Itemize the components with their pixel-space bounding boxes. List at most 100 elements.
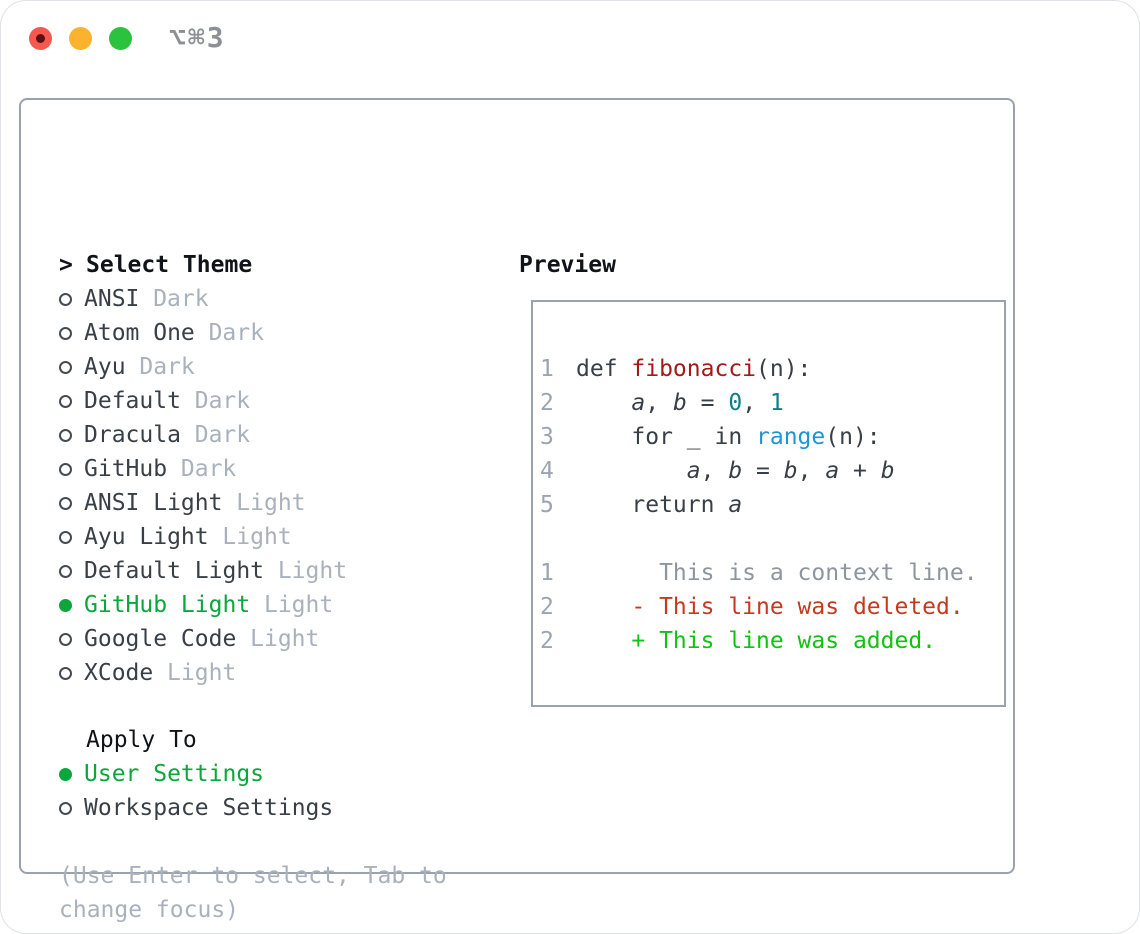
theme-list-item[interactable]: GitHub Dark (59, 452, 347, 486)
theme-name: XCode (84, 660, 154, 686)
theme-list-item[interactable]: GitHub Light Light (59, 588, 347, 622)
code-token: This is a context line. (576, 560, 978, 586)
theme-variant-label: Dark (180, 456, 237, 482)
theme-list-item[interactable]: ANSI Light Light (59, 486, 347, 520)
keyboard-hint: (Use Enter to select, Tab to change focu… (59, 863, 447, 923)
line-number: 3 (540, 424, 554, 450)
apply-to-label: User Settings (84, 761, 265, 787)
radio-icon (59, 394, 72, 408)
theme-name: GitHub Light (84, 592, 251, 618)
apply-to-option[interactable]: User Settings (59, 757, 333, 791)
window-title: ⌥⌘3 (169, 21, 226, 54)
theme-name: ANSI Light (84, 490, 223, 516)
theme-list-item[interactable]: XCode Light (59, 656, 347, 690)
theme-variant-label: Dark (208, 320, 264, 346)
theme-name: ANSI (84, 286, 140, 312)
apply-to-title: Apply To (86, 727, 197, 753)
code-token: + This line was added. (576, 628, 937, 654)
line-number: 2 (540, 390, 554, 416)
preview-code-line: 1 def fibonacci(n): (540, 352, 1004, 386)
theme-name: Google Code (84, 626, 237, 652)
code-token: a (728, 492, 743, 518)
code-token: fibonacci (631, 356, 757, 382)
preview-code-line: 4 a, b = b, a + b (540, 454, 1004, 488)
radio-icon (59, 632, 72, 646)
code-token: b (672, 390, 687, 416)
radio-icon (59, 292, 72, 306)
line-number: 5 (540, 492, 554, 518)
code-token: b (880, 458, 895, 484)
theme-name: Ayu (84, 354, 126, 380)
minimize-button[interactable] (69, 27, 92, 50)
code-token: 1 (769, 390, 784, 416)
theme-variant-label: Light (222, 524, 292, 550)
apply-to-option[interactable]: Workspace Settings (59, 791, 333, 825)
apply-to-label: Workspace Settings (84, 795, 334, 821)
line-number: 2 (540, 594, 554, 620)
theme-name: Dracula (84, 422, 181, 448)
preview-code-line: 3 for _ in range(n): (540, 420, 1004, 454)
code-token: + (839, 458, 881, 484)
theme-variant-label: Dark (194, 422, 251, 448)
theme-variant-label: Light (277, 558, 348, 584)
line-content: a, b = b, a + b (576, 458, 895, 484)
prompt-icon: > (59, 252, 73, 278)
theme-list-item[interactable]: Ayu Light Light (59, 520, 347, 554)
theme-name: GitHub (84, 456, 168, 482)
code-token: = (742, 458, 784, 484)
radio-icon (59, 598, 72, 612)
apply-to-section: Apply To User Settings Workspace Setting… (59, 723, 333, 825)
code-token: b (728, 458, 743, 484)
code-token: , (700, 458, 729, 484)
code-token: a (631, 390, 646, 416)
radio-icon (59, 666, 72, 680)
theme-variant-label: Light (236, 490, 306, 516)
theme-list-item[interactable]: Ayu Dark (59, 350, 347, 384)
preview-code-line: 1 This is a context line. (540, 556, 1004, 590)
theme-variant-label: Light (167, 660, 237, 686)
code-token: return (576, 492, 729, 518)
code-token: , (742, 390, 770, 416)
theme-list-item[interactable]: Dracula Dark (59, 418, 347, 452)
code-token: (n): (756, 356, 812, 382)
line-number: 1 (540, 356, 554, 382)
theme-variant-label: Light (263, 592, 334, 618)
zoom-button[interactable] (109, 27, 132, 50)
radio-icon (59, 326, 72, 340)
window-controls (29, 27, 132, 50)
preview-title: Preview (519, 252, 616, 278)
code-token: def (576, 356, 632, 382)
close-button[interactable] (29, 27, 52, 50)
code-token: a (686, 458, 701, 484)
radio-icon (59, 428, 72, 442)
code-token: for _ in (576, 424, 757, 450)
code-token: - This line was deleted. (576, 594, 964, 620)
theme-name: Atom One (84, 320, 195, 346)
line-content: + This line was added. (576, 628, 936, 654)
theme-list-item[interactable]: Google Code Light (59, 622, 347, 656)
line-number: 4 (540, 458, 554, 484)
line-content: def fibonacci(n): (576, 356, 811, 382)
code-token: = (686, 390, 729, 416)
code-token (576, 390, 631, 416)
theme-variant-label: Light (250, 626, 320, 652)
titlebar: ⌥⌘3 (1, 1, 1139, 77)
line-number: 2 (540, 628, 554, 654)
code-token: b (783, 458, 798, 484)
preview-code-line (540, 522, 1004, 556)
theme-variant-label: Dark (139, 354, 195, 380)
theme-list-title: Select Theme (86, 252, 253, 278)
apply-to-header: Apply To (59, 723, 333, 757)
line-number: 1 (540, 560, 554, 586)
radio-icon (59, 801, 72, 815)
preview-code-line: 2 + This line was added. (540, 624, 1004, 658)
theme-name: Ayu Light (84, 524, 209, 550)
theme-list-item[interactable]: Atom One Dark (59, 316, 347, 350)
theme-list-header: > Select Theme (59, 248, 347, 282)
preview-code-line: 5 return a (540, 488, 1004, 522)
